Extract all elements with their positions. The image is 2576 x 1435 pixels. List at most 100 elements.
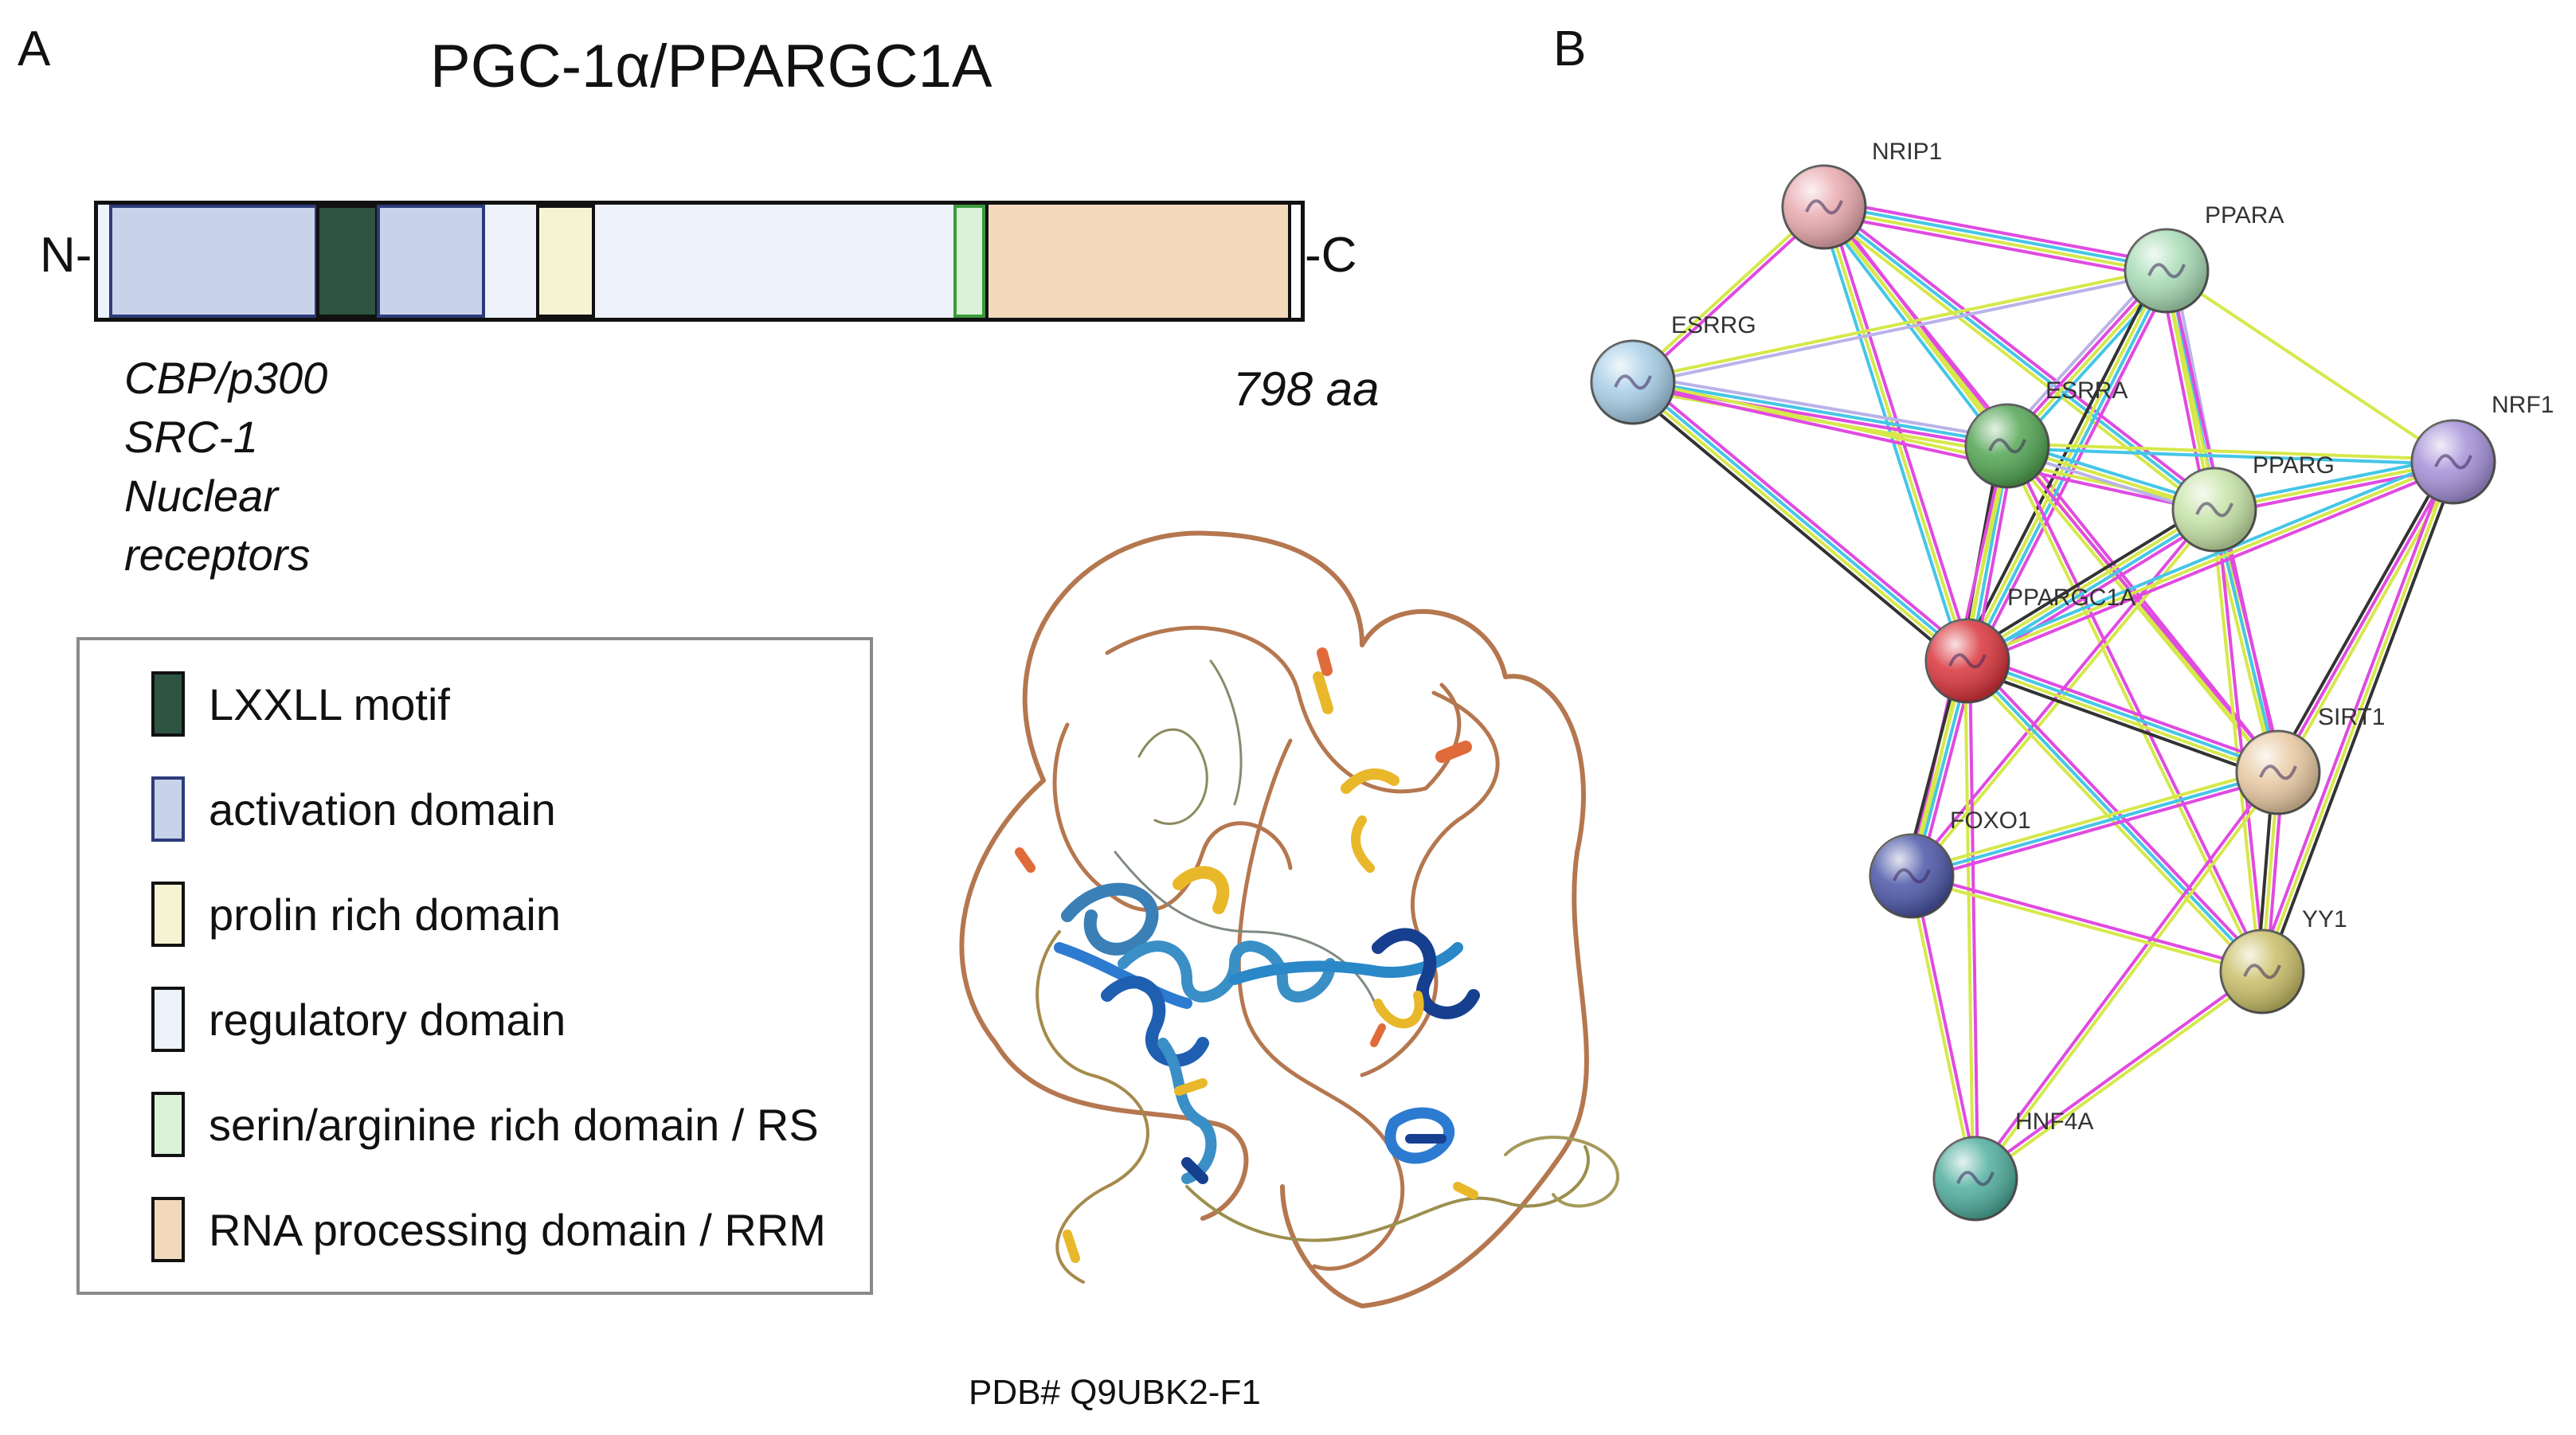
node-hnf4a[interactable]: HNF4A [1932,1109,2093,1222]
node-structure-icon [1805,199,1843,215]
node-structure-icon [1614,374,1652,390]
edge-nrf1-yy1 [2261,461,2455,972]
edge-ppara-ppargc1a [1967,271,2171,663]
edge-ppargc1a-yy1 [1966,659,2264,973]
edge-ppara-ppargc1a [1972,273,2175,665]
legend-item: regulatory domain [151,979,566,1059]
edge-nrf1-yy1 [2256,459,2451,971]
protein-title: PGC-1α/PPARGC1A [430,33,992,100]
legend-swatch [151,671,185,737]
edge-pparg-ppargc1a [1963,502,2212,657]
edge-yy1-hnf4a [1975,972,2265,1183]
node-label: YY1 [2302,906,2347,933]
edge-nrip1-ppara [1823,207,2167,275]
edge-esrra-nrf1 [2007,442,2454,462]
domain-activation-2 [377,205,485,318]
edge-esrra-yy1 [2003,446,2262,974]
node-structure-icon [2434,454,2472,470]
node-nrip1[interactable]: NRIP1 [1781,139,1942,250]
edge-ppara-esrrg [1633,271,2168,386]
domain-legend: LXXLL motif activation domain prolin rich … [76,637,873,1295]
edge-esrrg-ppargc1a [1636,375,1974,657]
edge-ppara-nrf1 [2165,269,2455,463]
legend-item: RNA processing domain / RRM [151,1190,826,1269]
edge-nrip1-esrrg [1633,207,1827,385]
node-structure-icon [2147,263,2186,279]
structure-caption: PDB# Q9UBK2-F1 [969,1373,1261,1412]
edge-ppargc1a-sirt1 [1964,666,2277,781]
edge-nrip1-esrrg [1630,204,1824,382]
edge-nrip1-ppara [1822,212,2166,280]
edge-nrf1-sirt1 [2273,459,2451,772]
node-ppargc1a[interactable]: PPARGC1A [1924,585,2136,704]
edge-nrip1-pparg [1826,201,2218,507]
node-structure-icon [2195,502,2233,518]
legend-label: RNA processing domain / RRM [209,1204,826,1255]
node-structure-icon [1956,1171,1995,1187]
edge-nrip1-pparg [1820,209,2213,515]
node-ppara[interactable]: PPARA [2124,202,2284,314]
node-label: ESRRA [2046,377,2128,404]
edge-esrrg-ppargc1a [1633,379,1971,661]
panel-a-label: A [18,22,51,76]
edge-esrra-sirt1 [2004,446,2278,776]
edge-esrrg-esrra [1634,373,2009,441]
domain-rrm [985,205,1291,318]
c-terminus-label: -C [1305,228,1357,283]
node-nrf1[interactable]: NRF1 [2410,392,2554,505]
edge-pparg-sirt1 [2213,509,2280,773]
node-yy1[interactable]: YY1 [2219,906,2347,1015]
edge-ppara-esrrg [1631,267,2167,382]
edge-esrrg-ppargc1a [1627,386,1964,668]
legend-item: LXXLL motif [151,664,450,744]
edge-esrrg-pparg [1631,382,2214,514]
edge-ppargc1a-hnf4a [1963,661,1975,1179]
node-label: FOXO1 [1950,807,2031,834]
edge-esrrg-esrra [1632,382,2007,450]
legend-label: LXXLL motif [209,678,450,729]
legend-swatch [151,987,185,1052]
node-structure-icon [2243,964,2281,979]
legend-item: serin/arginine rich domain / RS [151,1085,819,1164]
legend-swatch [151,776,185,842]
edge-sirt1-foxo1 [1909,766,2277,874]
domain-architecture-bar [94,201,1305,322]
partner-receptors: receptors [124,530,311,580]
edge-nrip1-ppara [1824,203,2167,271]
edge-nrf1-yy1 [2265,463,2460,974]
node-esrrg[interactable]: ESRRG [1590,312,1756,425]
legend-label: serin/arginine rich domain / RS [209,1099,819,1150]
node-foxo1[interactable]: FOXO1 [1869,807,2031,919]
node-pparg[interactable]: PPARG [2171,452,2335,553]
alphafold-structure [959,530,1619,1308]
domain-regulatory-n [98,205,109,318]
edge-esrra-yy1 [2007,444,2266,972]
domain-activation-1 [109,205,318,318]
domain-lxxll-motif [316,205,378,318]
node-structure-icon [2259,764,2297,780]
edge-sirt1-hnf4a [1975,772,2282,1181]
network-edges [1627,198,2460,1183]
n-terminus-label: N- [40,228,92,283]
edge-yy1-hnf4a [1973,968,2262,1179]
node-sirt1[interactable]: SIRT1 [2235,704,2385,815]
edge-esrra-nrf1 [2006,446,2453,466]
legend-label: activation domain [209,784,556,835]
legend-swatch [151,882,185,947]
edge-nrip1-pparg [1822,205,2216,511]
node-esrra[interactable]: ESRRA [1964,377,2128,489]
partner-src-1: SRC-1 [124,412,259,462]
legend-swatch [151,1092,185,1157]
partner-nuclear: Nuclear [124,471,278,521]
node-structure-icon [1948,653,1987,669]
domain-regulatory-2 [595,205,953,318]
legend-label: prolin rich domain [209,889,561,940]
edge-nrf1-ppargc1a [1967,460,2454,663]
edge-nrf1-ppargc1a [1964,456,2453,659]
node-structure-icon [1893,868,1931,884]
legend-item: prolin rich domain [151,874,561,954]
node-label: PPARGC1A [2007,585,2136,611]
legend-swatch [151,1197,185,1262]
edge-sirt1-foxo1 [1911,771,2279,878]
